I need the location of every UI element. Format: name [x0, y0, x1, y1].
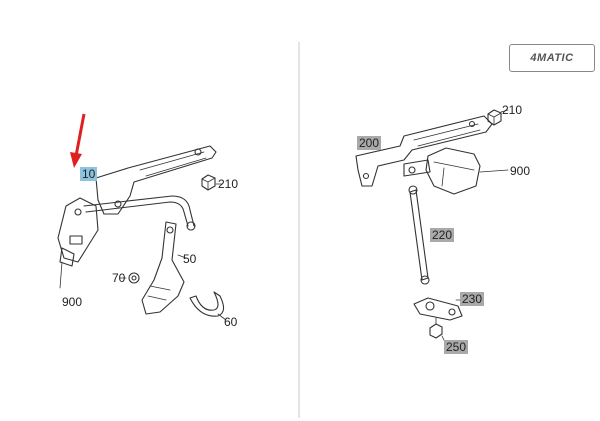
- red-pointer-arrow-icon: [70, 113, 86, 168]
- u-clamp-60: [189, 291, 225, 317]
- nut-210-left: [201, 174, 216, 191]
- callout-210-right[interactable]: 210: [502, 103, 523, 117]
- nut-210-right: [487, 109, 502, 126]
- 4matic-badge: 4MATIC: [509, 44, 595, 72]
- callout-900-right[interactable]: 900: [510, 164, 531, 178]
- callout-220[interactable]: 220: [430, 228, 455, 242]
- level-sensor-900-right: [425, 147, 481, 195]
- bolt-250: [429, 323, 443, 339]
- callout-10[interactable]: 10: [80, 167, 98, 181]
- connecting-rod: [83, 195, 195, 227]
- bracket-200: [355, 115, 493, 187]
- level-sensor-900: [57, 197, 99, 263]
- bracket-10: [95, 145, 217, 215]
- callout-210-left[interactable]: 210: [218, 177, 239, 191]
- callout-200[interactable]: 200: [357, 136, 382, 150]
- callout-50[interactable]: 50: [183, 252, 197, 266]
- callout-70[interactable]: 70: [112, 271, 126, 285]
- callout-60[interactable]: 60: [224, 315, 238, 329]
- left-assembly: [57, 145, 227, 321]
- linkage-rod-220: [409, 189, 429, 281]
- callout-900-left[interactable]: 900: [62, 295, 83, 309]
- lower-arm-50: [141, 221, 185, 315]
- bracket-230: [413, 297, 463, 321]
- callout-230[interactable]: 230: [460, 292, 485, 306]
- washer-70: [128, 272, 140, 284]
- callout-250[interactable]: 250: [444, 340, 469, 354]
